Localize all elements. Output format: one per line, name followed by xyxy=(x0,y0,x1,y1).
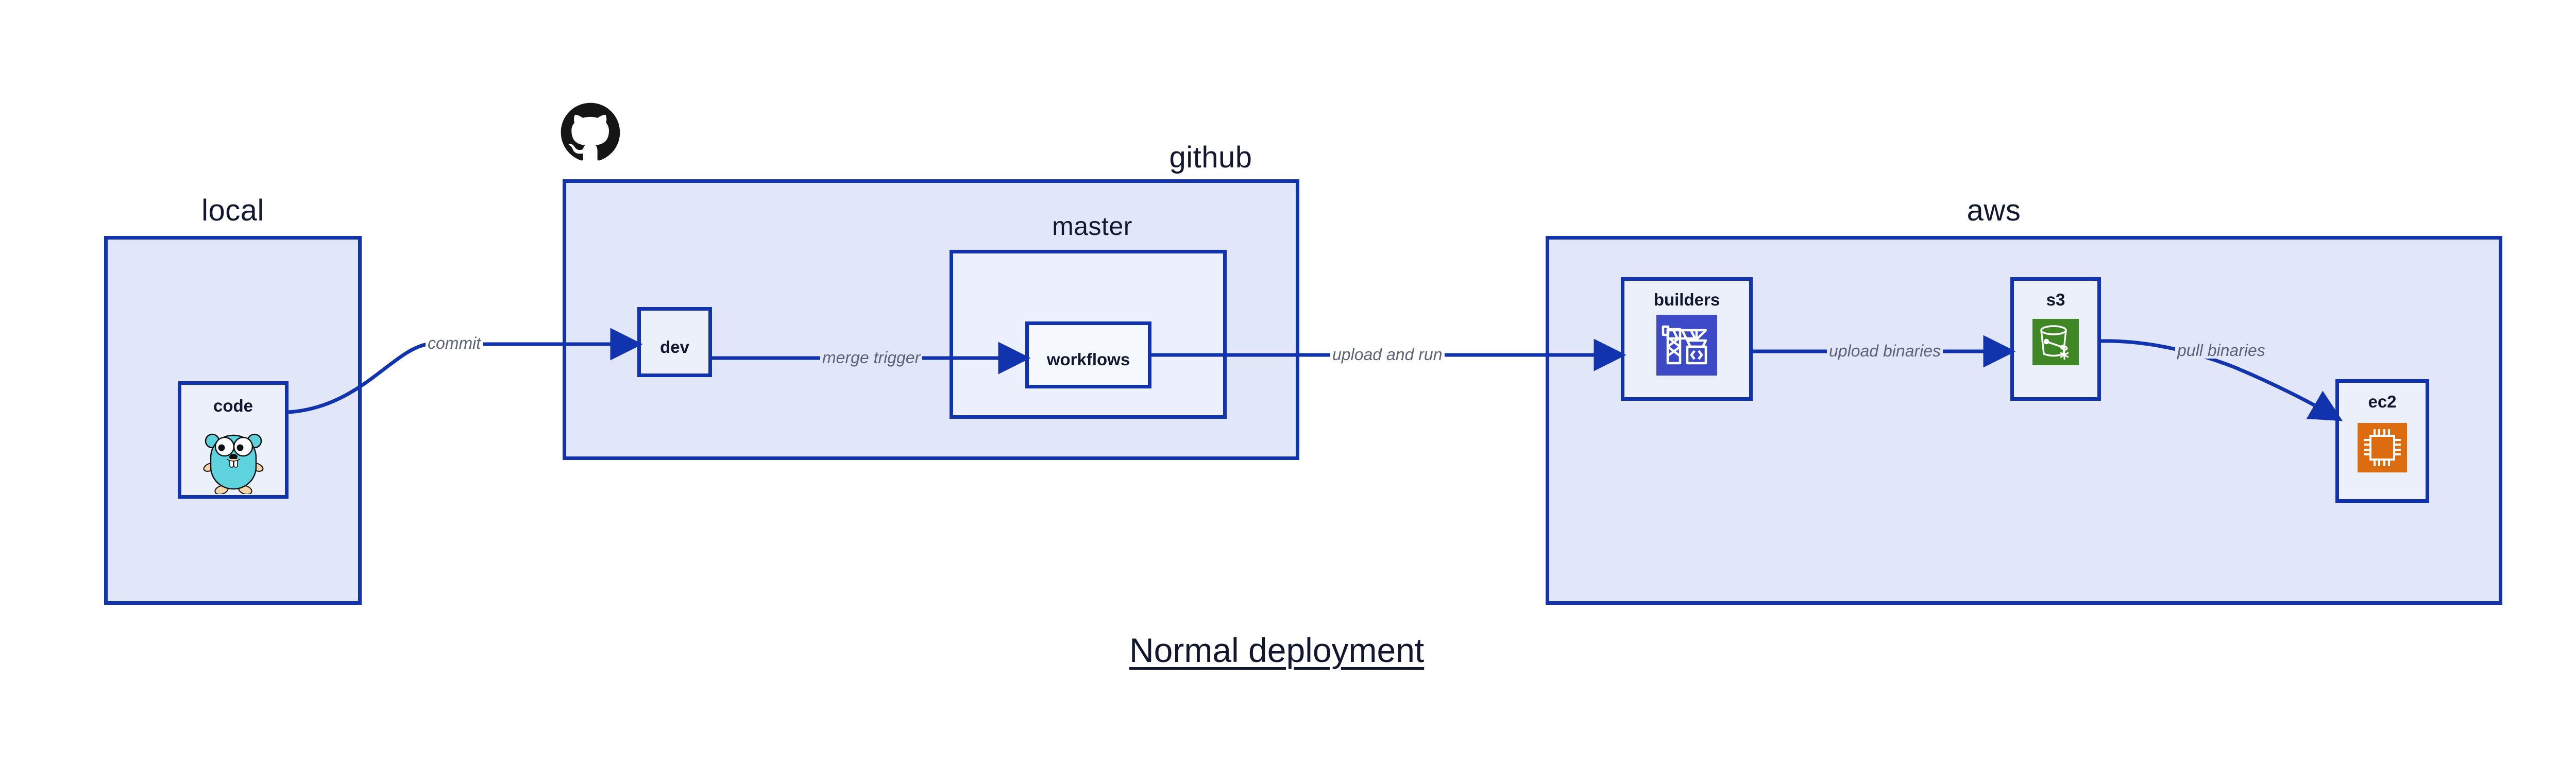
edge-label-merge-trigger: merge trigger xyxy=(820,349,923,366)
node-label-s3: s3 xyxy=(2046,290,2065,309)
crane-code-icon xyxy=(1656,315,1717,376)
node-code[interactable]: code xyxy=(178,381,289,499)
cpu-chip-icon xyxy=(2358,423,2407,472)
node-dev[interactable]: dev xyxy=(637,307,712,377)
group-label-local: local xyxy=(201,194,264,227)
node-label-ec2: ec2 xyxy=(2368,392,2397,411)
s3-bucket-icon xyxy=(2032,319,2079,365)
page-title: Normal deployment xyxy=(1129,631,1425,669)
github-octocat-icon xyxy=(559,101,622,164)
node-label-dev: dev xyxy=(660,337,689,356)
group-label-github: github xyxy=(1169,141,1252,174)
node-ec2[interactable]: ec2 xyxy=(2335,379,2429,503)
edge-label-commit: commit xyxy=(426,335,483,351)
edge-label-upload-binaries: upload binaries xyxy=(1827,343,1943,359)
go-gopher-icon xyxy=(203,427,264,495)
edge-label-upload-and-run: upload and run xyxy=(1330,346,1445,363)
group-label-aws: aws xyxy=(1967,194,2021,227)
node-s3[interactable]: s3 xyxy=(2010,277,2101,401)
node-label-code: code xyxy=(213,396,253,415)
node-label-workflows: workflows xyxy=(1046,350,1130,369)
node-label-builders: builders xyxy=(1653,290,1720,309)
node-workflows[interactable]: workflows xyxy=(1025,321,1151,388)
subgroup-label-master: master xyxy=(1052,212,1132,241)
node-builders[interactable]: builders xyxy=(1621,277,1753,401)
edge-label-pull-binaries: pull binaries xyxy=(2175,342,2267,359)
